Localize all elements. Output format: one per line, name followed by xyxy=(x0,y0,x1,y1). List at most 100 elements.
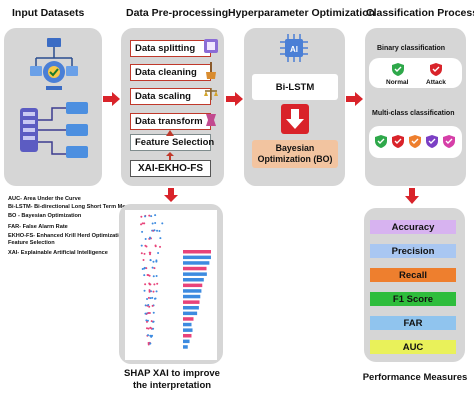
shap-bar xyxy=(183,289,202,293)
arrow-xai-to-shap xyxy=(164,188,178,202)
shap-dot xyxy=(140,223,143,226)
shap-dot xyxy=(153,229,156,232)
bo-line1: Bayesian xyxy=(275,143,315,154)
shap-bar xyxy=(183,283,203,288)
step-xai-ekho-fs: XAI-EKHO-FS xyxy=(130,160,211,177)
glossary-far: FAR- False Alarm Rate xyxy=(8,224,68,230)
step-data-scaling: Data scaling xyxy=(130,88,211,105)
shap-dot xyxy=(147,327,150,330)
ai-chip-icon: AI xyxy=(280,34,308,62)
shap-dot xyxy=(144,237,147,240)
shap-dot xyxy=(152,320,155,323)
shap-dot xyxy=(143,267,146,270)
shap-dot xyxy=(154,244,157,247)
glossary-bo: BO - Bayesian Optimization xyxy=(8,213,82,219)
shap-dot xyxy=(151,266,154,269)
header-classification-process: Classification Process xyxy=(366,7,474,19)
shap-dot xyxy=(144,215,147,218)
label-normal: Normal xyxy=(386,79,409,86)
shap-dot xyxy=(152,311,155,314)
shap-dot xyxy=(152,275,155,278)
shap-dot xyxy=(159,237,162,240)
cleaning-icon xyxy=(206,62,216,79)
step-data-splitting: Data splitting xyxy=(130,40,211,57)
arrow-down-lstm-to-bo xyxy=(281,104,309,134)
shap-dot xyxy=(149,251,152,254)
shap-caption-line1: SHAP XAI to improve xyxy=(124,368,220,379)
shap-dot xyxy=(143,289,146,292)
glossary-xai: XAI- Explainable Artificial Intelligence xyxy=(8,250,108,256)
shap-dot xyxy=(149,259,152,262)
metric-far: FAR xyxy=(370,316,456,330)
arrow-hyperparameter-to-classification xyxy=(346,92,363,106)
shap-dot xyxy=(143,252,146,255)
shap-dot xyxy=(151,222,154,225)
database-icon xyxy=(20,102,88,158)
shap-bar xyxy=(183,278,204,282)
shap-bar xyxy=(183,255,211,260)
shap-dot xyxy=(148,274,151,277)
transform-icon xyxy=(206,114,216,126)
binary-classification-title: Binary classification xyxy=(377,45,446,52)
shap-dot xyxy=(148,305,151,308)
shap-dot xyxy=(141,268,144,271)
bayesian-optimization-box: Bayesian Optimization (BO) xyxy=(252,140,338,168)
shap-dot xyxy=(147,311,150,314)
shap-dot xyxy=(152,260,155,263)
shap-dot xyxy=(145,320,148,323)
shap-bar xyxy=(183,328,193,332)
multiclass-classification-title: Multi-class classification xyxy=(372,110,455,117)
shap-dot xyxy=(146,297,149,300)
bi-lstm-box: Bi-LSTM xyxy=(252,74,338,100)
shap-dot xyxy=(155,290,158,293)
shap-plot-image xyxy=(125,210,217,360)
step-feature-selection: Feature Selection xyxy=(130,134,214,151)
shap-dot xyxy=(148,214,151,217)
shield-check-icon-attack xyxy=(430,63,442,76)
shap-dot xyxy=(150,320,153,323)
shap-dot xyxy=(149,237,152,240)
metric-f1-score: F1 Score xyxy=(370,292,456,306)
classification-panel xyxy=(365,28,466,186)
shap-dot xyxy=(148,311,151,314)
shap-dot xyxy=(156,282,159,285)
shap-caption: SHAP XAI to improve the interpretation xyxy=(124,368,220,392)
shap-dot xyxy=(141,230,144,233)
metric-recall: Recall xyxy=(370,268,456,282)
shap-dot xyxy=(154,222,157,225)
shap-dot xyxy=(143,274,146,277)
splitting-icon xyxy=(204,39,218,53)
shield-check-icon-class1 xyxy=(375,135,387,148)
header-input-datasets: Input Datasets xyxy=(12,7,85,19)
shield-check-icon-class2 xyxy=(392,135,404,148)
step-data-cleaning: Data cleaning xyxy=(130,64,211,81)
shap-dot xyxy=(142,259,145,262)
step-data-transform: Data transform xyxy=(130,113,211,130)
shield-check-icon-class5 xyxy=(443,135,455,148)
shap-dot xyxy=(149,342,152,345)
metric-accuracy: Accuracy xyxy=(370,220,456,234)
shap-dot xyxy=(150,215,153,218)
shap-dot xyxy=(152,290,155,293)
shap-bar xyxy=(183,345,188,349)
shap-caption-line2: the interpretation xyxy=(132,379,212,391)
shap-dot xyxy=(144,283,147,286)
bo-line2: Optimization (BO) xyxy=(257,154,333,164)
binary-classification-box xyxy=(369,58,462,88)
shap-bar xyxy=(183,311,198,316)
arrow-preprocessing-to-hyperparameter xyxy=(226,92,243,106)
arrow-up-feature-to-transform xyxy=(166,130,174,136)
svg-text:AI: AI xyxy=(290,45,298,54)
shap-dot xyxy=(145,267,148,270)
shap-dot xyxy=(148,289,151,292)
shap-dot xyxy=(154,214,157,217)
network-nodes-icon xyxy=(30,38,78,90)
shap-dot xyxy=(140,244,143,247)
performance-measures-title: Performance Measures xyxy=(362,372,468,383)
shap-bar xyxy=(183,266,207,271)
shap-dot xyxy=(140,252,143,255)
header-hyperparameter-optimization: Hyperparameter Optimization xyxy=(228,7,376,19)
shield-check-icon-class3 xyxy=(409,135,421,148)
header-data-preprocessing: Data Pre-processing xyxy=(126,7,229,19)
shield-check-icon-normal xyxy=(392,63,404,76)
